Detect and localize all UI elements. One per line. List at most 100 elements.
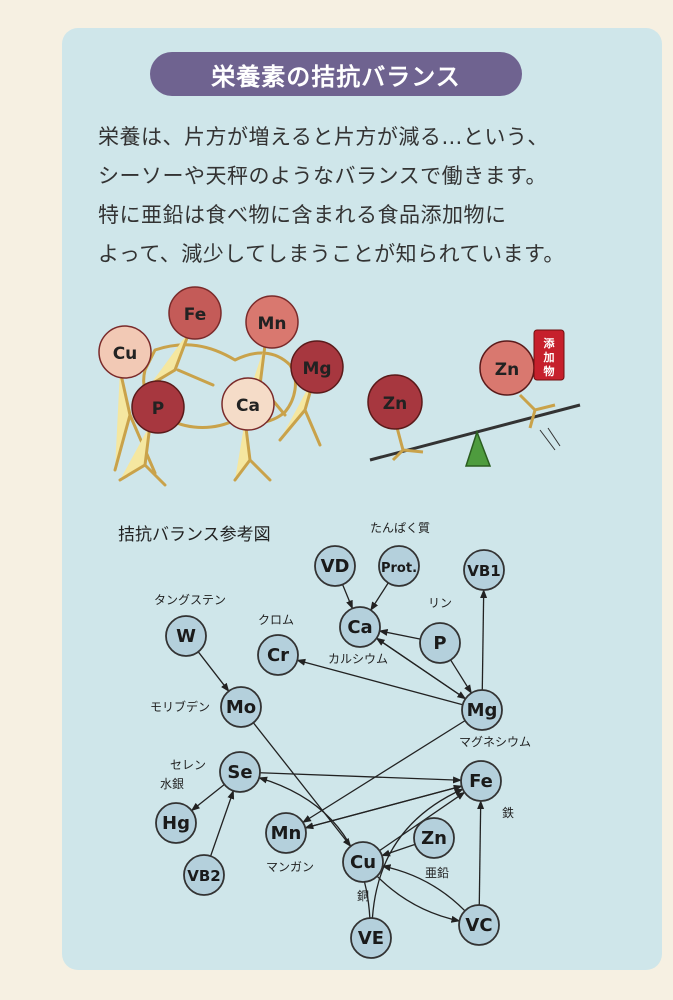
node-label: Fe [469,771,493,792]
caption-w: タングステン [154,593,226,607]
edge-w-mo [197,651,230,692]
page-title: 栄養素の拮抗バランス [150,52,522,96]
caption-prot: たんぱく質 [370,520,430,535]
ball-mg: Mg [290,340,344,394]
intro-line: 栄養は、片方が増えると片方が減る…という、 [98,125,549,149]
node-hg: Hg [155,802,197,844]
node-label: Cr [267,645,289,666]
ball-mn: Mn [245,295,299,349]
diagram-captions: たんぱく質タングステンクロムカルシウムリンモリブデンマグネシウムセレン鉄水銀マン… [150,520,531,903]
node-label: Hg [162,813,190,834]
node-ve: VE [350,917,392,959]
edge-se-fe [259,772,463,784]
svg-text:Mn: Mn [257,314,286,334]
node-vb1: VB1 [463,549,505,591]
seesaw: Zn Zn 添 加 物 [367,329,581,467]
node-label: Mn [271,823,302,844]
node-zn: Zn [413,817,455,859]
node-vc: VC [458,904,500,946]
edge-cu-vc [376,875,461,923]
ball-fe: Fe [168,286,222,340]
node-label: VC [465,915,492,936]
edge-se-hg [190,783,225,812]
node-label: P [433,633,446,654]
svg-text:Mg: Mg [302,359,331,379]
node-label: VB1 [467,562,500,580]
caption-mo: モリブデン [150,699,210,714]
svg-text:Cu: Cu [113,344,138,364]
caption-zn: 亜鉛 [425,866,449,880]
ring-characters: Fe Mn Cu Mg P Ca [98,286,344,434]
node-label: Mo [226,697,256,718]
seesaw-zn-left: Zn [367,374,423,430]
edge-mg-vb1 [480,588,488,691]
edge-p-mg [450,659,472,694]
intro-text: 栄養は、片方が増えると片方が減る…という、 シーソーや天秤のようなバランスで働き… [98,118,598,274]
svg-text:Fe: Fe [184,305,206,325]
node-mn: Mn [265,812,307,854]
caption-hg: 水銀 [160,777,184,791]
edge-vb2-se [209,789,235,857]
edge-p-ca [378,629,421,640]
diagram-edges [190,582,488,923]
node-label: Zn [421,828,447,849]
ball-cu: Cu [98,325,152,379]
edge-mg-mn [302,720,466,823]
edge-ca-mg [376,637,467,700]
node-label: Mg [467,700,498,721]
svg-text:加: 加 [543,350,555,364]
intro-line: 特に亜鉛は食べ物に含まれる食品添加物に [98,203,507,227]
additive-box: 添 加 物 [533,329,565,381]
edge-fe-mn [304,785,462,830]
node-prot: Prot. [378,545,420,587]
edge-zn-cu [380,843,416,857]
svg-text:Ca: Ca [236,396,260,416]
ball-ca: Ca [221,377,275,431]
caption-cr: クロム [258,613,294,627]
edge-mg-cr [296,658,463,706]
fulcrum [464,429,492,467]
edge-vc-cu [381,864,466,912]
svg-text:Zn: Zn [383,394,407,414]
node-p: P [419,622,461,664]
node-vb2: VB2 [183,854,225,896]
svg-text:P: P [152,399,164,419]
node-cr: Cr [257,634,299,676]
seesaw-zn-right: Zn [479,340,535,396]
caption-mn: マンガン [266,860,314,874]
node-se: Se [219,751,261,793]
node-mg: Mg [461,689,503,731]
caption-se: セレン [170,758,206,772]
caption-p: リン [428,596,452,610]
intro-line: よって、減少してしまうことが知られています。 [98,242,565,266]
edge-ve-se [258,776,371,919]
caption-fe: 鉄 [502,805,514,820]
caption-cu: 銅 [357,889,369,903]
node-fe: Fe [460,760,502,802]
svg-text:Zn: Zn [495,360,519,380]
edge-vd-ca [341,584,354,610]
node-label: W [176,626,196,647]
node-label: VE [358,928,384,949]
node-label: Se [227,762,252,783]
edge-prot-ca [370,582,389,611]
svg-text:物: 物 [544,364,555,378]
edge-vc-fe [477,799,485,906]
node-cu: Cu [342,841,384,883]
node-label: Prot. [381,561,417,576]
node-w: W [165,615,207,657]
caption-mg: マグネシウム [459,735,531,749]
node-label: Cu [350,852,376,873]
node-label: VD [321,556,350,577]
intro-line: シーソーや天秤のようなバランスで働きます。 [98,164,547,188]
node-label: Ca [347,617,372,638]
node-ca: Ca [339,606,381,648]
edge-mo-cu [252,722,352,848]
node-label: VB2 [187,867,220,885]
diagram-heading: 拮抗バランス参考図 [118,525,271,545]
node-mo: Mo [220,686,262,728]
edge-ve-fe [371,788,464,919]
ball-p: P [131,380,185,434]
